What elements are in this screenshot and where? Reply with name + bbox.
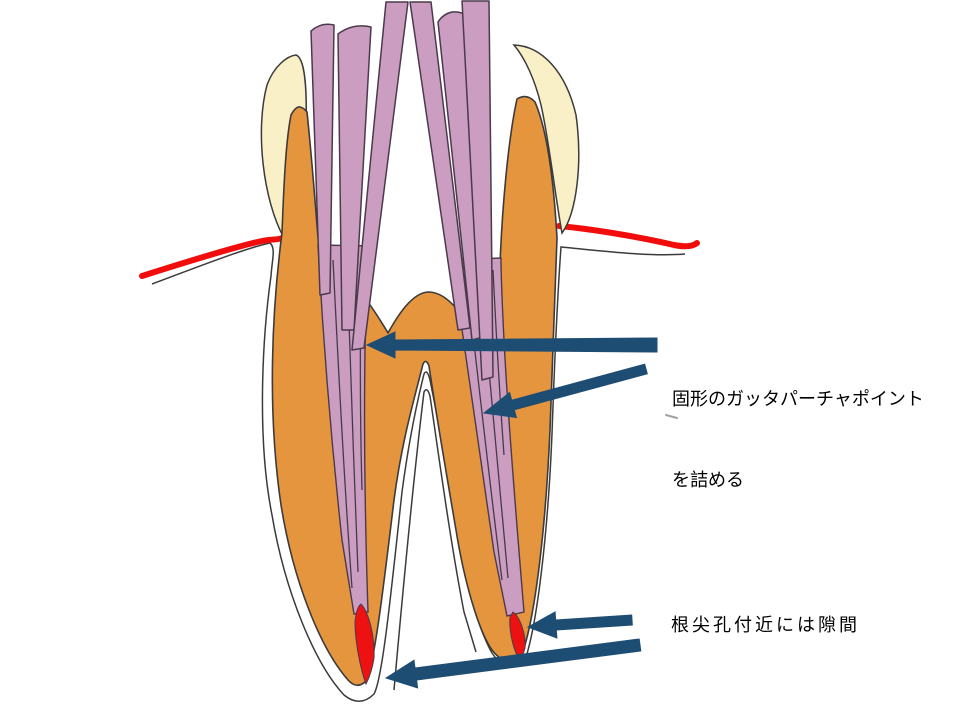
annotation-filling-line1: 固形のガッタパーチャポイント: [672, 389, 924, 409]
callout-arrows: [365, 331, 658, 689]
annotation-apex-gap-label: 根尖孔付近には隙間: [671, 615, 860, 635]
arrow-canal-left: [365, 331, 658, 359]
socket-outline: [151, 242, 686, 702]
apical-gap-left: [354, 603, 375, 686]
enamel-right: [512, 44, 580, 235]
arrow-apex-right: [526, 611, 633, 639]
bone-crest-line: [393, 389, 477, 691]
gingiva-line-left: [139, 235, 285, 279]
arrow-apex-left: [384, 638, 642, 689]
gutta-point-6: [461, 0, 494, 381]
stray-tick-mark: [665, 414, 678, 419]
arrow-canal-right: [482, 363, 648, 419]
gutta-percha-points: [310, 0, 494, 381]
gutta-point-3: [351, 1, 409, 351]
gingiva-line-right: [556, 223, 700, 250]
gutta-point-2: [337, 25, 372, 331]
annotation-filling-label: 固形のガッタパーチャポイント を詰める: [672, 332, 924, 548]
annotation-filling-line2: を詰める: [672, 470, 744, 490]
gutta-point-1: [310, 23, 335, 296]
